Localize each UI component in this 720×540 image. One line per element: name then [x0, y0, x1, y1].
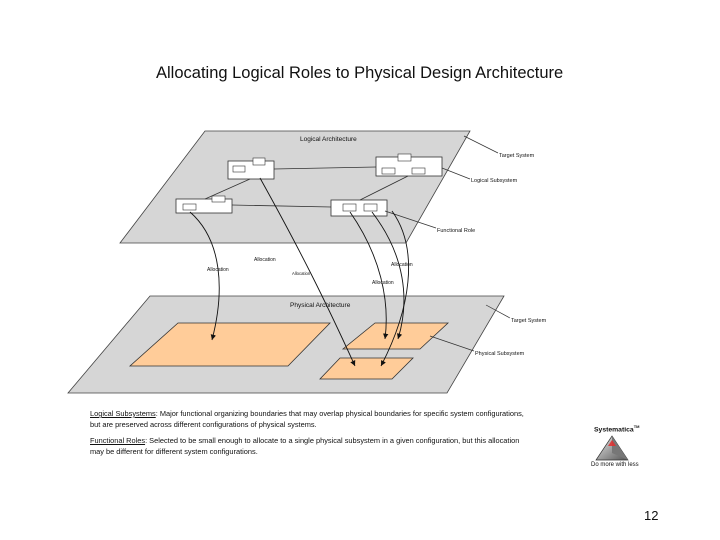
physical-subsystem-1 [128, 322, 331, 367]
logical-subsystem-4 [330, 199, 388, 217]
allocation-label-1: Allocation [207, 267, 229, 273]
logical-connectors [204, 166, 409, 208]
logo-trademark: TM [633, 424, 640, 429]
callout-physical-subsystem: Physical Subsystem [475, 351, 525, 357]
definition-text: : Major functional organizing boundaries… [90, 409, 524, 429]
definition-logical-subsystems: Logical Subsystems: Major functional org… [90, 409, 530, 430]
callout-target-system-physical: Target System [511, 318, 547, 324]
physical-subsystem-2 [341, 322, 450, 350]
slide-title: Allocating Logical Roles to Physical Des… [156, 64, 564, 82]
logical-subsystem-2 [375, 153, 443, 177]
definitions: Logical Subsystems: Major functional org… [90, 409, 530, 463]
logical-subsystem-3 [175, 195, 233, 214]
definition-text: : Selected to be small enough to allocat… [90, 436, 520, 456]
definition-term: Logical Subsystems [90, 409, 156, 418]
allocation-label-5: Allocation [372, 280, 394, 286]
physical-callout-lines [429, 304, 511, 352]
callout-logical-subsystem: Logical Subsystem [471, 178, 518, 184]
logical-subsystem-1 [227, 157, 275, 180]
logo-name: Systematica [594, 426, 634, 434]
allocation-arrows [189, 177, 410, 367]
allocation-label-4: Allocation [391, 262, 413, 268]
definition-term: Functional Roles [90, 436, 146, 445]
allocation-label-3: Allocation [292, 271, 311, 276]
allocation-label-2: Allocation [254, 257, 276, 263]
logo-tagline: Do more with less [591, 462, 639, 468]
callout-target-system-logical: Target System [499, 153, 535, 159]
systematica-logo: SystematicaTM Do more with less [580, 413, 670, 471]
physical-subsystem-3 [319, 357, 414, 380]
logical-architecture-label: Logical Architecture [300, 136, 357, 143]
definition-functional-roles: Functional Roles: Selected to be small e… [90, 436, 530, 457]
logo-triangle-icon [595, 435, 629, 461]
callout-functional-role: Functional Role [437, 228, 475, 234]
physical-architecture-label: Physical Architecture [290, 302, 351, 309]
logical-architecture-plane [119, 130, 471, 244]
page-number: 12 [644, 508, 659, 523]
